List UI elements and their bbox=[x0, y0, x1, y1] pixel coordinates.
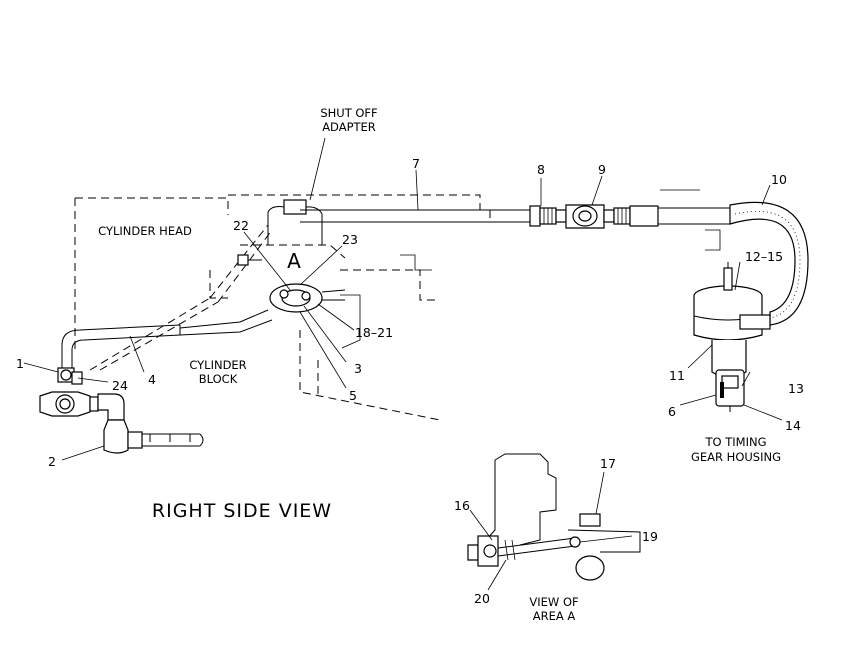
area-a-marker: A bbox=[287, 249, 301, 273]
caption-adapter: ADAPTER bbox=[322, 120, 376, 134]
fitting-22 bbox=[237, 254, 262, 266]
caption-area-a: AREA A bbox=[533, 609, 576, 623]
callout-5: 5 bbox=[349, 388, 357, 403]
callout-8: 8 bbox=[537, 162, 545, 177]
caption-shut-off: SHUT OFF bbox=[320, 106, 377, 120]
tube-7 bbox=[300, 209, 530, 223]
callout-23: 23 bbox=[342, 232, 358, 247]
callout-14: 14 bbox=[785, 418, 801, 433]
elbow-fitting-2 bbox=[39, 367, 204, 454]
callout-9: 9 bbox=[598, 162, 606, 177]
callout-2: 2 bbox=[48, 454, 56, 469]
callout-1: 1 bbox=[16, 356, 24, 371]
view-area-a bbox=[467, 453, 641, 581]
clamp-assembly bbox=[269, 283, 346, 313]
callout-24: 24 bbox=[112, 378, 128, 393]
callout-7: 7 bbox=[412, 156, 420, 171]
fitting-8 bbox=[529, 205, 557, 227]
tube-4 bbox=[61, 224, 273, 372]
callout-3: 3 bbox=[354, 361, 362, 376]
callout-20: 20 bbox=[474, 591, 490, 606]
callout-13: 13 bbox=[788, 381, 804, 396]
callout-18-21: 18–21 bbox=[355, 325, 393, 340]
valve-9 bbox=[555, 204, 659, 229]
caption-cylinder-head: CYLINDER HEAD bbox=[98, 224, 192, 238]
caption-to-timing: TO TIMING bbox=[705, 435, 767, 449]
callout-11: 11 bbox=[669, 368, 685, 383]
callout-22: 22 bbox=[233, 218, 249, 233]
callout-19: 19 bbox=[642, 529, 658, 544]
callout-17: 17 bbox=[600, 456, 616, 471]
callout-10: 10 bbox=[771, 172, 787, 187]
filter-assembly bbox=[693, 262, 771, 412]
caption-gear-housing: GEAR HOUSING bbox=[691, 450, 781, 464]
callout-16: 16 bbox=[454, 498, 470, 513]
caption-block: BLOCK bbox=[199, 372, 238, 386]
diagram-title: RIGHT SIDE VIEW bbox=[152, 500, 332, 522]
caption-cylinder: CYLINDER bbox=[189, 358, 246, 372]
callout-6: 6 bbox=[668, 404, 676, 419]
callout-12-15: 12–15 bbox=[745, 249, 783, 264]
leader-lines bbox=[23, 137, 783, 591]
engine-outline bbox=[74, 189, 721, 421]
callout-4: 4 bbox=[148, 372, 156, 387]
caption-view-of: VIEW OF bbox=[529, 595, 578, 609]
